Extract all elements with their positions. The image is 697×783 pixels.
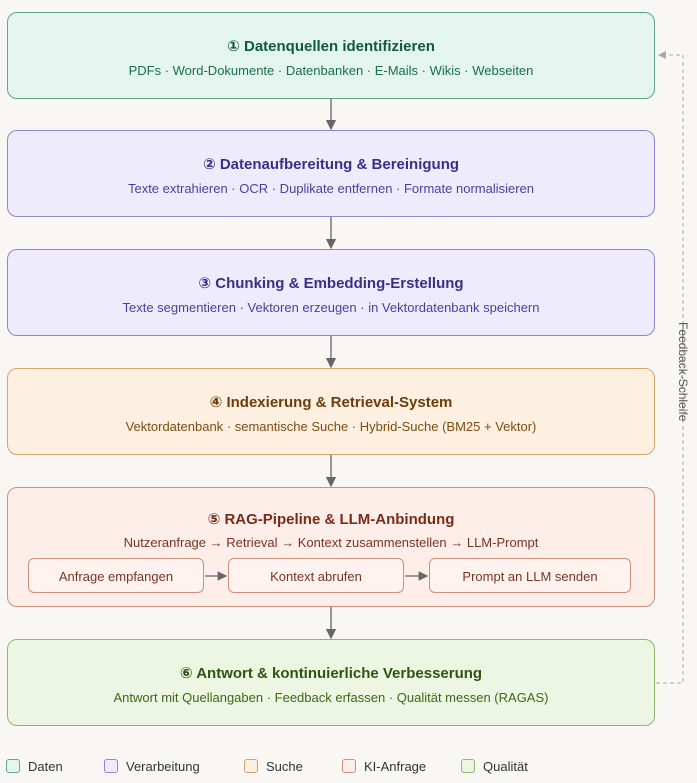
stage-5-substeps: Anfrage empfangen Kontext abrufen Prompt… [28,558,632,595]
feedback-loop-line [656,51,684,684]
stage-5-rag-pipeline: ⑤ RAG-Pipeline & LLM-Anbindung Nutzeranf… [7,487,655,607]
legend-swatch-verarbeitung [104,759,118,773]
stage-3-chunking: ③ Chunking & Embedding-Erstellung Texte … [7,249,655,336]
substep-arrows [205,571,429,581]
stage-6-subtitle: Antwort mit Quellangaben · Feedback erfa… [113,690,549,705]
stage-2-preparation: ② Datenaufbereitung & Bereinigung Texte … [7,130,655,217]
legend-label-daten: Daten [28,759,63,774]
stage-1-title: ① Datenquellen identifizieren [227,38,435,55]
stage-2-title: ② Datenaufbereitung & Bereinigung [202,156,460,173]
legend-label-suche: Suche [266,759,303,774]
legend-swatch-ki-anfrage [342,759,356,773]
legend-swatch-suche [244,759,258,773]
stage-6-title: ⑥ Antwort & kontinuierliche Verbesserung [179,665,483,682]
legend: Daten Verarbeitung Suche KI-Anfrage Qual… [6,758,696,776]
legend-label-ki-anfrage: KI-Anfrage [364,759,427,774]
stage-4-title: ④ Indexierung & Retrieval-System [209,394,453,411]
stage-6-answer: ⑥ Antwort & kontinuierliche Verbesserung… [7,639,655,726]
stage-3-title: ③ Chunking & Embedding-Erstellung [198,275,464,292]
stage-5-subtitle: Nutzeranfrage → Retrieval → Kontext zusa… [123,535,539,550]
stage-2-subtitle: Texte extrahieren · OCR · Duplikate entf… [127,181,535,196]
stage-4-subtitle: Vektordatenbank · semantische Suche · Hy… [125,419,537,434]
stage-3-subtitle: Texte segmentieren · Vektoren erzeugen ·… [122,300,540,315]
stage-1-subtitle: PDFs · Word-Dokumente · Datenbanken · E-… [128,63,534,78]
legend-swatch-daten [6,759,20,773]
stage-1-data-sources: ① Datenquellen identifizieren PDFs · Wor… [7,12,655,99]
stage-5-title: ⑤ RAG-Pipeline & LLM-Anbindung [207,511,455,528]
substep-send-prompt: Prompt an LLM senden [429,558,631,593]
legend-label-qualitaet: Qualität [483,759,528,774]
stage-4-indexing: ④ Indexierung & Retrieval-System Vektord… [7,368,655,455]
substep-receive-query: Anfrage empfangen [28,558,204,593]
substep-retrieve-context: Kontext abrufen [228,558,404,593]
legend-label-verarbeitung: Verarbeitung [126,759,200,774]
legend-swatch-qualitaet [461,759,475,773]
feedback-loop-label: Feedback-Schleife [676,322,690,422]
